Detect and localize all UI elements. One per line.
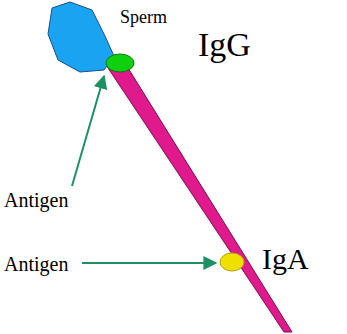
antigen-label: Antigen xyxy=(4,254,68,274)
antibody-label: IgG xyxy=(198,28,251,62)
sperm-tail xyxy=(104,62,292,332)
sperm-head xyxy=(48,2,114,72)
iga-antigen xyxy=(220,253,244,271)
antigen-label: Antigen xyxy=(4,190,68,210)
leader-arrow xyxy=(72,76,104,186)
igg-antigen xyxy=(106,54,134,72)
structure-label: Sperm xyxy=(120,8,167,26)
antibody-label: IgA xyxy=(262,244,309,274)
leader-arrow xyxy=(82,262,216,264)
